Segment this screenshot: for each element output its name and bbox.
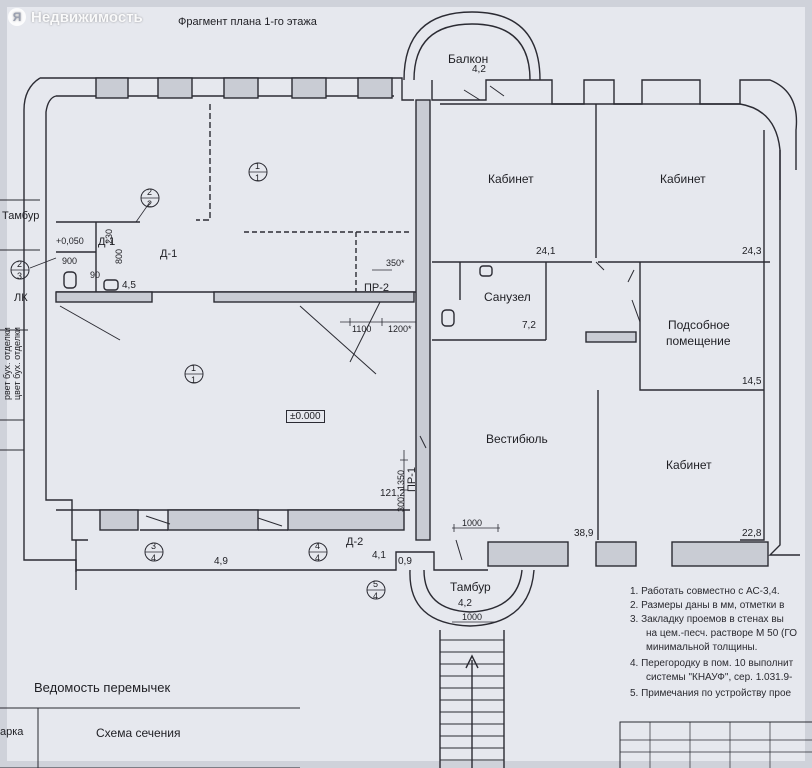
dim-350: 350* <box>386 258 405 268</box>
room-cabinet-1: Кабинет <box>488 172 534 186</box>
door-mark-d1b: Д-1 <box>160 248 178 260</box>
note-3-cont2: минимальной толщины. <box>646 642 758 653</box>
area-wc: 7,2 <box>522 320 536 331</box>
section-4-4-bottom: 4 <box>315 553 321 563</box>
area-balcony: 4,2 <box>472 64 486 75</box>
room-hall: Вестибюль <box>486 432 548 446</box>
area-hall: 38,9 <box>574 528 594 539</box>
plan-title: Фрагмент плана 1-го этажа <box>178 16 317 28</box>
section-3-4-bottom: 4 <box>151 553 157 563</box>
note-1: 1. Работать совместно с АС-3,4. <box>630 586 780 597</box>
section-2-3-top: 2 <box>17 259 23 269</box>
dim-1000-hall: 1000 <box>462 518 483 528</box>
area-cabinet-1: 24,1 <box>536 246 556 257</box>
room-cabinet-2: Кабинет <box>660 172 706 186</box>
door-mark-d1a: Д-1 <box>98 236 116 248</box>
area-utility: 14,5 <box>742 376 762 387</box>
opening-mark-pr1: ПР-1 <box>406 466 418 492</box>
note-3-cont: на цем.-песч. растворе М 50 (ГО <box>646 628 797 639</box>
elevation-mark: ±0.000 <box>286 410 325 423</box>
room-vestibule-right: Тамбур <box>450 580 491 594</box>
lintel-col-scheme: Схема сечения <box>96 726 181 740</box>
area-small-b: 4,9 <box>214 556 228 567</box>
dim-800: 800 <box>114 248 124 264</box>
note-4: 4. Перегородку в пом. 10 выполнит <box>630 658 794 669</box>
room-cabinet-3: Кабинет <box>666 458 712 472</box>
dim-1200: 1200* <box>388 324 412 334</box>
realty-logo-icon: Я <box>8 8 26 26</box>
door-mark-d2: Д-2 <box>346 536 364 548</box>
area-small-c: 4,1 <box>372 550 386 561</box>
section-3-4-top: 3 <box>151 541 157 551</box>
section-1-bottom: 1 <box>191 375 197 385</box>
room-balcony: Балкон <box>448 52 489 66</box>
section-2-3-bottom: 3 <box>17 271 23 281</box>
dim-300: 300 <box>396 496 406 512</box>
note-2: 2. Размеры даны в мм, отметки в <box>630 600 785 611</box>
note-3: 3. Закладку проемов в стенах вы <box>630 614 784 625</box>
note-4-cont: системы "КНАУФ", сер. 1.031.9- <box>646 672 793 683</box>
dim-230: 230 <box>104 228 114 244</box>
area-small-a: 4,5 <box>122 280 136 291</box>
section-4-4-top: 4 <box>315 541 321 551</box>
section-2-2-bottom: 2 <box>147 199 153 209</box>
room-vestibule-left: Тамбур <box>2 210 40 222</box>
section-1-1-bottom: 1 <box>255 173 261 183</box>
watermark-text: Недвижимость <box>31 8 143 26</box>
dim-1000-stairs: 1000 <box>462 612 483 622</box>
room-utility-line1: Подсобное <box>668 318 730 332</box>
area-cabinet-2: 24,3 <box>742 246 762 257</box>
area-main: 121,2 <box>380 488 406 499</box>
section-5-4-bottom: 4 <box>373 591 379 601</box>
dim-900: 900 <box>62 256 78 266</box>
opening-mark-pr2: ПР-2 <box>364 282 390 294</box>
area-cabinet-3: 22,8 <box>742 528 762 539</box>
watermark: Я Недвижимость <box>8 8 143 26</box>
section-2-2-top: 2 <box>147 187 153 197</box>
room-utility-line2: помещение <box>666 334 731 348</box>
area-small-d: 0,9 <box>398 556 412 567</box>
room-lk: ЛК <box>14 292 28 304</box>
note-5: 5. Примечания по устройству прое <box>630 688 792 699</box>
left-margin-text-1: рвет бух. отделки <box>2 327 12 400</box>
section-5-4-top: 5 <box>373 579 379 589</box>
dim-1350: 1350 <box>396 469 406 490</box>
dim-90: 90 <box>90 270 101 280</box>
lintel-col-mark: арка <box>0 726 24 738</box>
area-tambur: 4,2 <box>458 598 472 609</box>
lintel-table-title: Ведомость перемычек <box>34 680 171 695</box>
left-margin-text-2: цвет бух. отделки <box>12 327 22 400</box>
section-1-1-top: 1 <box>255 161 261 171</box>
room-wc: Санузел <box>484 290 531 304</box>
elevation-mark-2: +0,050 <box>56 236 84 246</box>
dim-1100: 1100 <box>352 324 372 334</box>
section-1-top: 1 <box>191 363 197 373</box>
